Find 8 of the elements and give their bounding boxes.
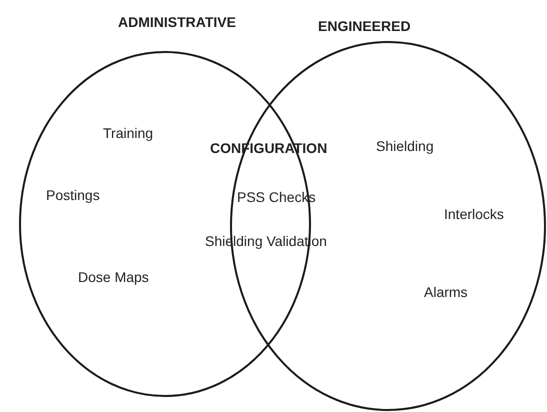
set-item-label: Training	[103, 125, 154, 141]
set-item-label: Postings	[46, 187, 100, 203]
set-heading: ENGINEERED	[318, 18, 411, 34]
set-heading: ADMINISTRATIVE	[118, 14, 236, 30]
set-item-label: Alarms	[424, 284, 468, 300]
set-item-label: Dose Maps	[78, 269, 149, 285]
set-item-label: Interlocks	[444, 206, 504, 222]
set-item-label: Shielding	[376, 138, 434, 154]
